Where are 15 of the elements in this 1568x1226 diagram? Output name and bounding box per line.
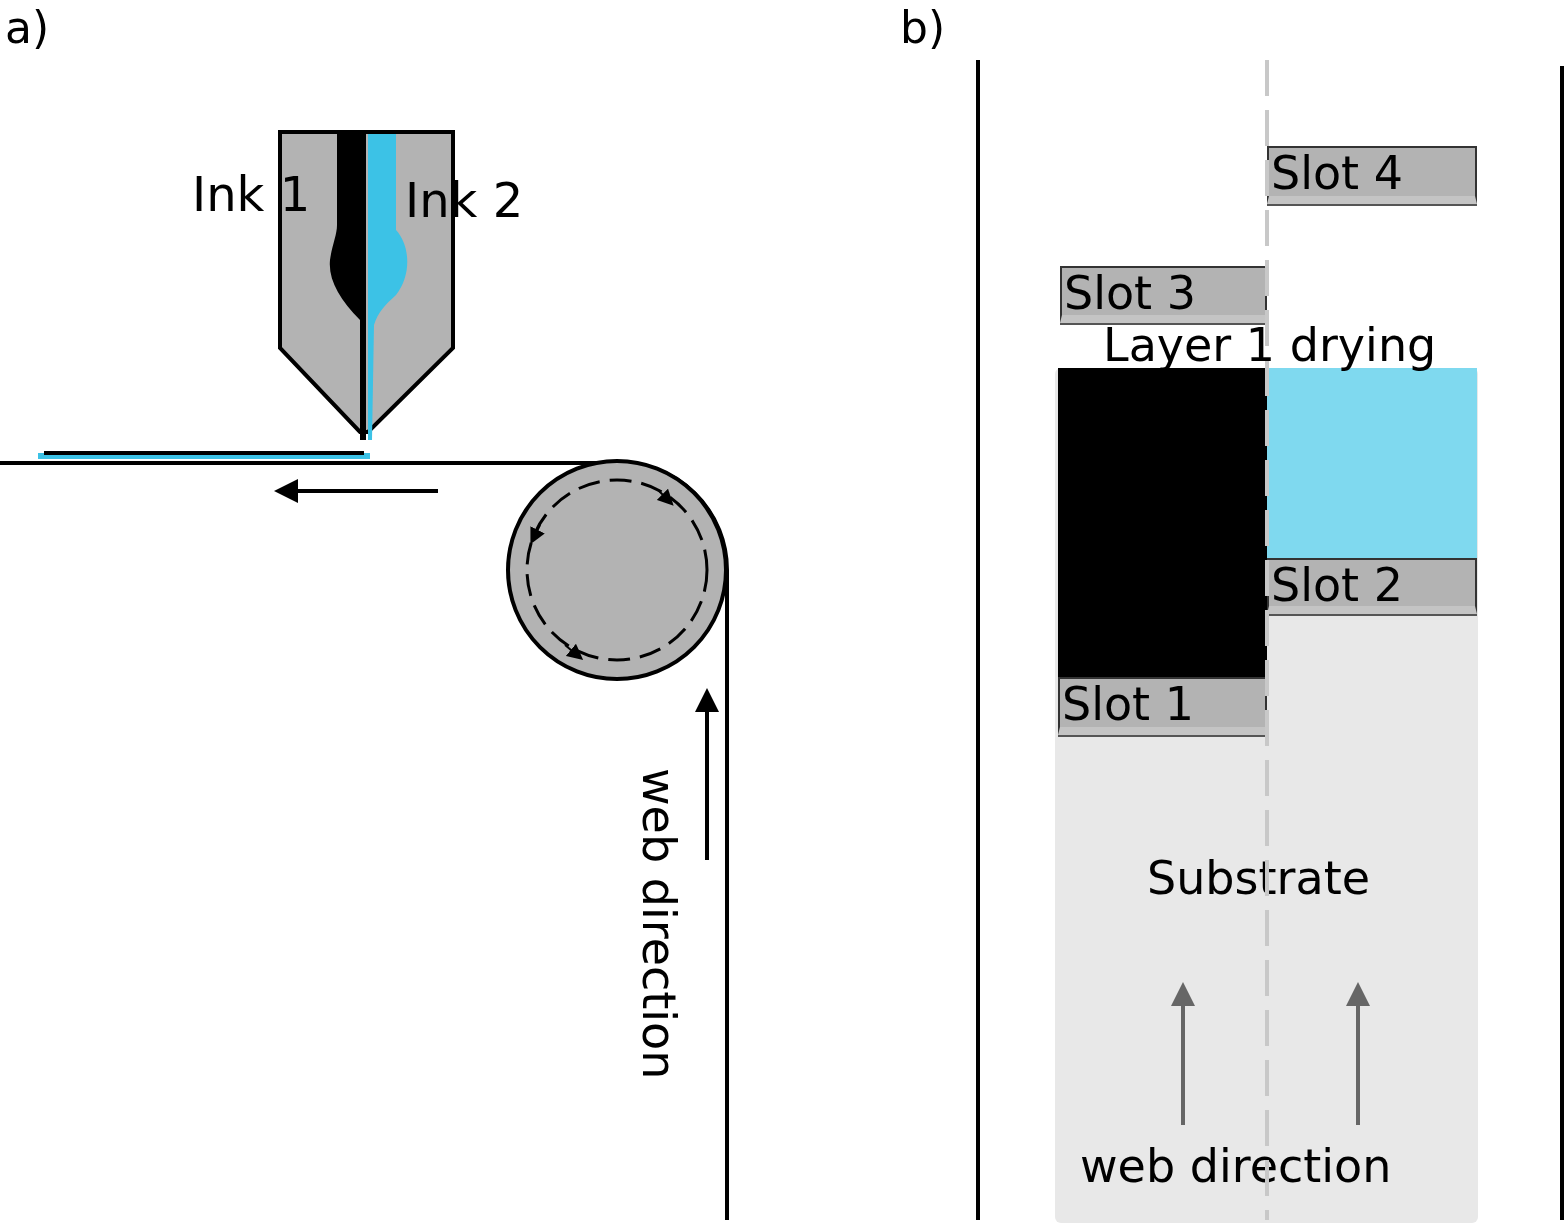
slot-label: Slot 4 (1271, 150, 1404, 196)
ink-label: Ink 1 (192, 170, 311, 218)
slot-label: Slot 1 (1062, 681, 1195, 727)
slot-label: Slot 2 (1271, 562, 1404, 608)
substrate-label: Substrate (1147, 855, 1370, 901)
slot-label: Slot 3 (1064, 270, 1197, 316)
coating-slot (1267, 146, 1477, 204)
coating-slot (1267, 558, 1477, 614)
coating-slot (1058, 677, 1267, 735)
coated-layer (1058, 368, 1267, 677)
panel-label: b) (900, 6, 946, 50)
panel-label: a) (5, 6, 50, 50)
direction-label: web direction (636, 768, 682, 1080)
direction-label: web direction (1080, 1143, 1392, 1189)
coating-slot (1060, 266, 1267, 323)
